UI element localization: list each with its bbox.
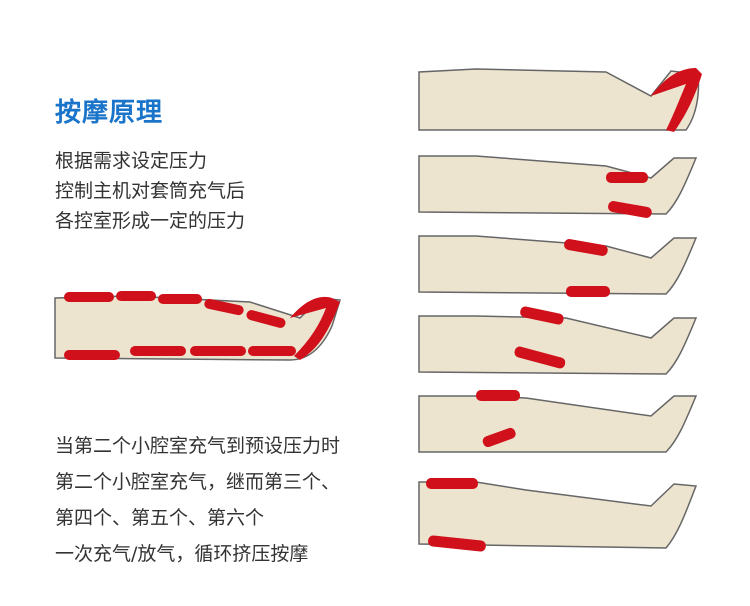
sequence-step-2-diagram [418, 155, 698, 218]
detail-line: 当第二个小腔室充气到预设压力时 [55, 435, 341, 457]
page-title: 按摩原理 [55, 98, 164, 128]
detail-line: 一次充气/放气，循环挤压按摩 [55, 543, 309, 565]
full-sleeve-leg-diagram [54, 291, 341, 361]
sequence-step-5-diagram [418, 390, 698, 453]
intro-line: 控制主机对套筒充气后 [55, 180, 246, 202]
sequence-step-1-diagram [418, 68, 702, 132]
sequence-step-3-diagram [418, 235, 698, 297]
sequence-step-4-diagram [418, 306, 698, 375]
detail-text: 当第二个小腔室充气到预设压力时 第二个小腔室充气，继而第三个、 第四个、第五个、… [55, 428, 340, 572]
sequence-step-6-diagram [418, 478, 698, 552]
detail-line: 第四个、第五个、第六个 [55, 507, 265, 529]
intro-text: 根据需求设定压力 控制主机对套筒充气后 各控室形成一定的压力 [55, 146, 245, 236]
intro-line: 根据需求设定压力 [55, 150, 208, 172]
intro-line: 各控室形成一定的压力 [55, 210, 246, 232]
detail-line: 第二个小腔室充气，继而第三个、 [55, 471, 341, 493]
